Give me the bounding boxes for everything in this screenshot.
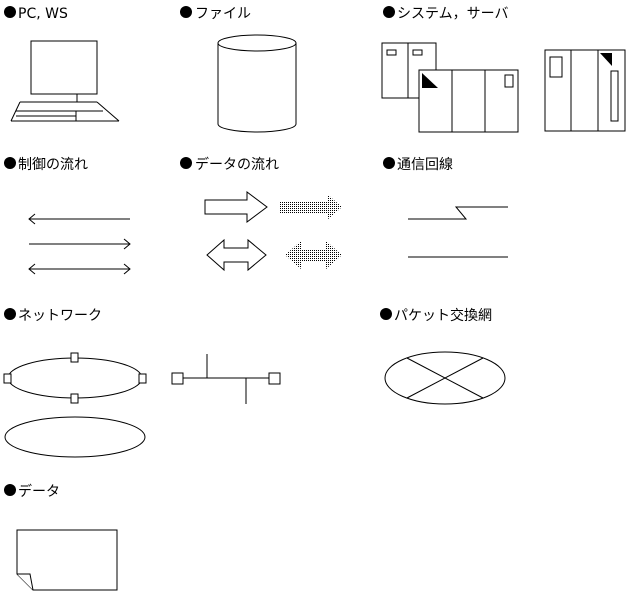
arrow-right-icon xyxy=(29,238,131,250)
network-ellipse-icon xyxy=(4,416,146,458)
arrow-both-icon xyxy=(28,263,131,275)
label-control-flow-text: 制御の流れ xyxy=(18,157,88,173)
label-network-text: ネットワーク xyxy=(18,308,102,324)
label-comm-line-text: 通信回線 xyxy=(397,157,453,173)
node-left xyxy=(3,373,12,384)
pc-ws-icon xyxy=(10,40,120,122)
label-data-text: データ xyxy=(18,483,60,500)
label-data: データ xyxy=(4,483,60,500)
packet-network-icon xyxy=(384,351,506,405)
label-file-text: ファイル xyxy=(195,6,251,22)
label-file: ファイル xyxy=(180,6,251,22)
control-flow-icon xyxy=(28,213,131,275)
label-packet-network-text: パケット交換網 xyxy=(394,307,492,324)
dotted-arrow-both-icon xyxy=(285,241,342,269)
label-comm-line: 通信回線 xyxy=(383,157,453,173)
data-document-icon xyxy=(16,529,118,591)
label-pc-ws: PC, WS xyxy=(4,6,68,22)
system-server-icon xyxy=(381,42,519,133)
data-flow-icon xyxy=(204,191,342,272)
node-bottom xyxy=(70,393,79,404)
ring-network-icon xyxy=(3,352,147,404)
block-arrow-both-icon xyxy=(206,238,267,272)
label-packet-network: パケット交換網 xyxy=(380,307,492,324)
label-network: ネットワーク xyxy=(4,308,102,324)
label-system-server: システム，サーバ xyxy=(383,6,508,22)
arrow-left-icon xyxy=(28,213,130,225)
bus-network-icon xyxy=(171,354,281,404)
dotted-arrow-right-icon xyxy=(280,194,342,220)
label-pc-ws-text: PC, WS xyxy=(18,6,68,22)
server-tower-icon xyxy=(544,49,626,132)
label-data-flow-text: データの流れ xyxy=(195,156,279,173)
file-cylinder-icon xyxy=(217,34,297,133)
block-arrow-right-icon xyxy=(204,191,268,223)
node-right xyxy=(138,373,147,384)
label-system-server-text: システム，サーバ xyxy=(397,6,508,22)
node-top xyxy=(70,352,79,363)
label-data-flow: データの流れ xyxy=(180,156,279,173)
label-control-flow: 制御の流れ xyxy=(4,157,88,173)
comm-line-icon xyxy=(408,206,508,258)
